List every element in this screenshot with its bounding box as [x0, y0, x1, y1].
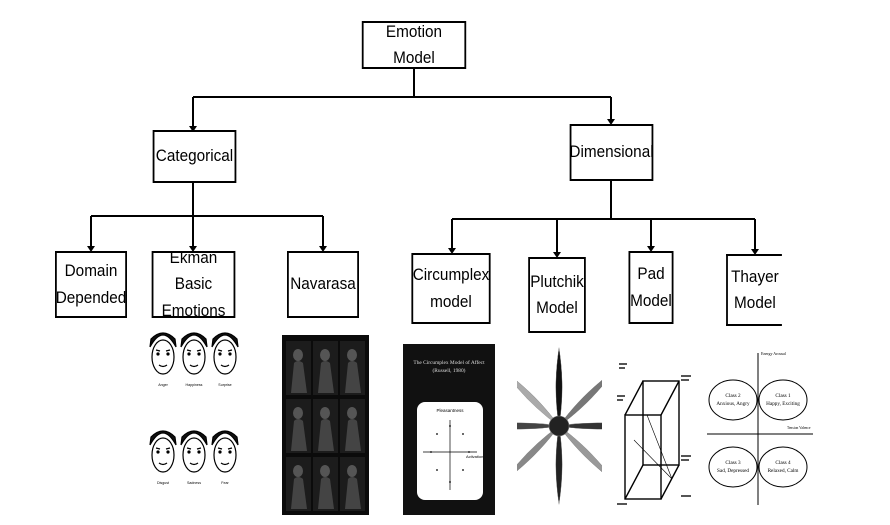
- thayer-class2-line2: Anxious, Angry: [716, 401, 750, 407]
- thayer-quadrant-image: Energy Arousal Tension Valence Class 2 A…: [707, 351, 813, 505]
- circumplex-axis-right: Activation: [466, 454, 483, 459]
- domain-depended-line1: Domain: [64, 261, 118, 281]
- thayer-axis-y: Energy Arousal: [761, 351, 787, 356]
- ekman-face: Sadness: [180, 430, 208, 485]
- ekman-face-label: Fear: [221, 481, 229, 485]
- navarasa-tile: [340, 399, 365, 453]
- ekman-basic-emotions-node: Ekman Basic Emotions: [151, 248, 236, 320]
- ekman-face-label: Anger: [158, 383, 168, 387]
- plutchik-petal: [558, 370, 602, 427]
- thayer-class1-line1: Class 1: [775, 393, 791, 399]
- thayer-class4-line2: Relaxed, Calm: [768, 468, 799, 474]
- plutchik-wheel-image: [517, 346, 602, 506]
- circumplex-model-node: Circumplex model: [411, 253, 491, 324]
- dimensional-label: Dimensional: [569, 142, 654, 162]
- thayer-class1-line2: Happy, Exciting: [766, 401, 800, 407]
- emotion-model-label: Emotion Model: [385, 21, 443, 67]
- navarasa-node: Navarasa: [287, 251, 359, 318]
- thayer-class4-line1: Class 4: [775, 460, 791, 466]
- ekman-face-label: Sadness: [187, 481, 201, 485]
- ekman-face: Surprise: [211, 332, 239, 387]
- plutchik-petal: [517, 422, 560, 430]
- plutchik-model-node: Plutchik Model: [528, 257, 586, 333]
- ekman-face: Anger: [149, 332, 177, 387]
- circumplex-line1: Circumplex: [412, 265, 490, 285]
- plutchik-petal: [555, 425, 563, 506]
- circumplex-axis-top: Pleasantness: [436, 408, 464, 413]
- categorical-label: Categorical: [155, 146, 234, 166]
- navarasa-tile: [286, 399, 311, 453]
- thayer-axis-x: Tension Valence: [787, 426, 811, 430]
- navarasa-tile: [313, 341, 338, 395]
- thayer-line2: Model: [734, 293, 776, 312]
- ekman-face: Fear: [211, 430, 239, 485]
- pad-cube-image: [617, 363, 691, 505]
- categorical-node: Categorical: [152, 130, 237, 183]
- plutchik-petal: [558, 425, 602, 482]
- thayer-class2-line1: Class 2: [725, 393, 741, 399]
- navarasa-label: Navarasa: [290, 274, 356, 294]
- navarasa-image: [282, 335, 369, 515]
- thayer-model-node: Thayer Model: [726, 254, 782, 326]
- ekman-face-label: Surprise: [218, 383, 231, 387]
- ekman-line2: Emotions: [161, 300, 226, 320]
- emotion-model-node: Emotion Model: [361, 21, 467, 69]
- ekman-face: Happiness: [180, 332, 208, 387]
- ekman-face-label: Happiness: [186, 383, 203, 387]
- navarasa-tile: [313, 457, 338, 511]
- circumplex-title-1: The Circumplex Model of Affect: [413, 359, 485, 366]
- circumplex-image: The Circumplex Model of Affect (Russell,…: [403, 344, 495, 515]
- navarasa-tile: [286, 457, 311, 511]
- circumplex-title-2: (Russell, 1980): [433, 367, 466, 374]
- pad-line1: Pad: [637, 264, 665, 284]
- navarasa-tile: [313, 399, 338, 453]
- thayer-class3-line1: Class 3: [725, 460, 741, 466]
- domain-depended-line2: Depended: [55, 287, 127, 307]
- dimensional-node: Dimensional: [569, 124, 654, 181]
- navarasa-tile: [340, 457, 365, 511]
- plutchik-petal: [517, 370, 560, 427]
- plutchik-petal: [558, 422, 602, 430]
- ekman-face: Disgust: [149, 430, 177, 485]
- navarasa-tile: [286, 341, 311, 395]
- ekman-face-label: Disgust: [157, 481, 169, 485]
- plutchik-line1: Plutchik: [530, 271, 584, 291]
- ekman-line1: Ekman Basic: [169, 247, 218, 294]
- navarasa-tile: [340, 341, 365, 395]
- pad-model-node: Pad Model: [628, 251, 674, 324]
- thayer-class3-line2: Sad, Depressed: [717, 468, 749, 474]
- plutchik-petal: [555, 346, 563, 427]
- circumplex-line2: model: [430, 291, 472, 311]
- plutchik-petal: [517, 425, 560, 482]
- plutchik-line2: Model: [536, 298, 578, 317]
- domain-depended-node: Domain Depended: [55, 251, 127, 318]
- pad-line2: Model: [630, 290, 672, 310]
- thayer-line1: Thayer: [731, 266, 779, 286]
